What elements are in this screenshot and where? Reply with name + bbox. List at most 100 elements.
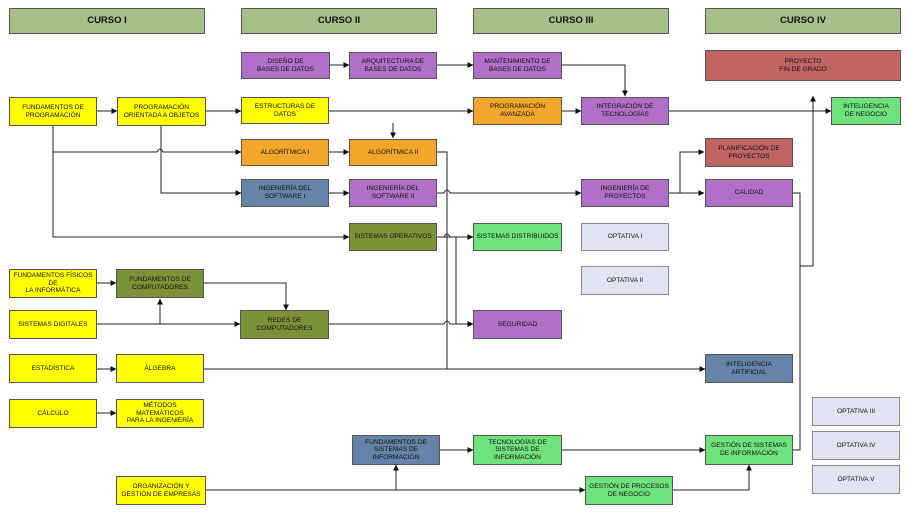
course-label: FUNDAMENTOS DE PROGRAMACIÓN — [22, 103, 84, 119]
course-label: SISTEMAS OPERATIVOS — [354, 233, 432, 241]
course-label: INGENIERÍA DEL SOFTWARE II — [366, 185, 420, 200]
header-label: CURSO III — [548, 14, 594, 26]
course-label: ESTRUCTURAS DE DATOS — [254, 102, 316, 118]
course-optativa-1: OPTATIVA I — [581, 223, 669, 251]
course-proyecto-fin-grado: PROYECTO FIN DE GRADO — [705, 50, 901, 81]
course-calculo: CÁLCULO — [9, 399, 97, 428]
header-label: CURSO IV — [780, 14, 826, 26]
course-label: OPTATIVA I — [607, 233, 643, 241]
course-label: FUNDAMENTOS FÍSICOS DE LA INFORMÁTICA — [13, 272, 93, 295]
arrow-computadores-to-redes — [204, 282, 289, 311]
course-optativa-2: OPTATIVA II — [581, 266, 669, 295]
course-planificacion-proyectos: PLANIFICACIÓN DE PROYECTOS — [705, 138, 793, 167]
course-label: ESTADÍSTICA — [31, 364, 75, 372]
course-fundamentos-programacion: FUNDAMENTOS DE PROGRAMACIÓN — [9, 97, 97, 126]
course-optativa-4: OPTATIVA IV — [812, 431, 900, 460]
line-calidad-to-proyecto — [793, 95, 816, 267]
header-curso-3: CURSO III — [473, 8, 669, 34]
course-fundamentos-sistemas-informacion: FUNDAMENTOS DE SISTEMAS DE INFORMACIÓN — [352, 435, 440, 465]
header-curso-2: CURSO II — [241, 8, 437, 34]
arrow-so-to-seguridad — [437, 236, 474, 327]
course-metodos-matematicos: MÉTODOS MATEMÁTICOS PARA LA INGENIERÍA — [116, 399, 204, 428]
arrow-ingenieria-proyectos-to-planificacion — [669, 149, 705, 194]
course-label: INGENIERÍA DEL SOFTWARE I — [258, 185, 312, 200]
line-algoritmica-2-down — [437, 151, 448, 369]
course-ingenieria-proyectos: INGENIERÍA DE PROYECTOS — [581, 179, 669, 207]
course-label: OPTATIVA IV — [836, 441, 876, 449]
course-label: ALGORÍTMICA I — [260, 148, 310, 156]
course-estructuras-datos: ESTRUCTURAS DE DATOS — [241, 97, 329, 124]
course-ingenieria-software-1: INGENIERÍA DEL SOFTWARE I — [241, 179, 329, 207]
course-redes-computadores: REDES DE COMPUTADORES — [240, 310, 329, 339]
course-label: PROYECTO FIN DE GRADO — [779, 57, 827, 73]
arrow-procesos-to-gsi — [673, 464, 752, 491]
course-seguridad: SEGURIDAD — [473, 310, 562, 339]
arrow-poo-to-ingenieria-software-1 — [160, 126, 242, 196]
course-tecnologias-sistemas-informacion: TECNOLOGÍAS DE SISTEMAS DE INFORMACIÓN — [473, 435, 562, 465]
arrow-redes-to-seguridad — [329, 320, 474, 327]
header-label: CURSO I — [87, 14, 127, 26]
course-sistemas-operativos: SISTEMAS OPERATIVOS — [349, 223, 437, 251]
course-inteligencia-negocio: INTELIGENCIA DE NEGOCIO — [831, 97, 901, 125]
course-label: SISTEMAS DISTRIBUIDOS — [476, 233, 559, 241]
course-diseno-bases-datos: DISEÑO DE BASES DE DATOS — [241, 52, 330, 79]
course-label: CÁLCULO — [37, 409, 69, 417]
course-label: ÁLGEBRA — [144, 364, 176, 372]
course-optativa-5: OPTATIVA V — [812, 465, 900, 494]
course-label: DISEÑO DE BASES DE DATOS — [257, 57, 314, 73]
course-calidad: CALIDAD — [705, 179, 793, 207]
course-algebra: ÁLGEBRA — [116, 354, 204, 383]
course-label: INTELIGENCIA DE NEGOCIO — [843, 103, 889, 118]
arrow-is2-to-ingenieria-proyectos — [437, 189, 582, 196]
header-curso-4: CURSO IV — [705, 8, 901, 34]
course-estadistica: ESTADÍSTICA — [9, 354, 97, 383]
course-label: CALIDAD — [734, 189, 764, 197]
course-label: TECNOLOGÍAS DE SISTEMAS DE INFORMACIÓN — [488, 438, 547, 461]
course-optativa-3: OPTATIVA III — [812, 397, 900, 426]
arrow-mantenimiento-to-integracion — [562, 64, 628, 97]
course-label: INGENIERÍA DE PROYECTOS — [600, 185, 650, 200]
course-ingenieria-software-2: INGENIERÍA DEL SOFTWARE II — [349, 179, 437, 207]
course-label: SEGURIDAD — [497, 320, 538, 328]
course-label: OPTATIVA II — [606, 276, 644, 284]
course-label: ALGORÍTMICA II — [367, 148, 419, 156]
course-organizacion-gestion-empresas: ORGANIZACIÓN Y GESTIÓN DE EMPRESAS — [116, 476, 206, 505]
line-gestion-si-up — [793, 266, 801, 451]
course-label: MÉTODOS MATEMÁTICOS PARA LA INGENIERÍA — [126, 402, 194, 425]
course-fundamentos-computadores: FUNDAMENTOS DE COMPUTADORES — [116, 269, 204, 298]
course-label: OPTATIVA III — [836, 407, 876, 415]
course-label: FUNDAMENTOS DE SISTEMAS DE INFORMACIÓN — [365, 438, 427, 461]
arrow-fundamentos-to-sistemas-operativos — [52, 152, 350, 240]
course-programacion-orientada-objetos: PROGRAMACIÓN ORIENTADA A OBJETOS — [117, 97, 206, 126]
course-sistemas-distribuidos: SISTEMAS DISTRIBUIDOS — [473, 223, 562, 251]
course-label: REDES DE COMPUTADORES — [256, 316, 313, 332]
course-label: PROGRAMACIÓN ORIENTADA A OBJETOS — [123, 103, 200, 119]
course-label: GESTIÓN DE PROCESOS DE NEGOCIO — [589, 482, 669, 498]
course-label: ARQUITECTURA DE BASES DE DATOS — [361, 57, 425, 73]
course-label: PLANIFICACIÓN DE PROYECTOS — [718, 144, 780, 160]
course-label: MANTENIMIENTO DE BASES DE DATOS — [484, 57, 551, 73]
course-label: ORGANIZACIÓN Y GESTIÓN DE EMPRESAS — [121, 482, 201, 498]
course-label: INTEGRACIÓN DE TECNOLOGÍAS — [596, 103, 654, 118]
course-label: PROGRAMACIÓN AVANZADA — [490, 103, 545, 118]
course-label: FUNDAMENTOS DE COMPUTADORES — [129, 275, 191, 291]
course-mantenimiento-bases-datos: MANTENIMIENTO DE BASES DE DATOS — [473, 52, 562, 79]
header-label: CURSO II — [317, 14, 361, 26]
course-integracion-tecnologias: INTEGRACIÓN DE TECNOLOGÍAS — [581, 97, 669, 125]
course-label: INTELIGENCIA ARTIFICIAL — [726, 360, 772, 376]
course-programacion-avanzada: PROGRAMACIÓN AVANZADA — [473, 97, 562, 125]
course-algoritmica-1: ALGORÍTMICA I — [241, 139, 329, 166]
course-arquitectura-bases-datos: ARQUITECTURA DE BASES DE DATOS — [349, 52, 437, 79]
course-sistemas-digitales: SISTEMAS DIGITALES — [9, 310, 97, 339]
course-label: SISTEMAS DIGITALES — [18, 320, 88, 328]
course-gestion-procesos-negocio: GESTIÓN DE PROCESOS DE NEGOCIO — [585, 476, 673, 505]
course-fundamentos-fisicos: FUNDAMENTOS FÍSICOS DE LA INFORMÁTICA — [9, 269, 97, 298]
course-inteligencia-artificial: INTELIGENCIA ARTIFICIAL — [705, 354, 793, 383]
arrow-fundamentos-to-algoritmica-1 — [52, 126, 242, 155]
header-curso-1: CURSO I — [9, 8, 205, 34]
course-label: OPTATIVA V — [837, 475, 875, 483]
course-gestion-sistemas-informacion: GESTIÓN DE SISTEMAS DE INFORMACIÓN — [705, 435, 793, 465]
course-label: GESTIÓN DE SISTEMAS DE INFORMACIÓN — [711, 442, 787, 457]
course-algoritmica-2: ALGORÍTMICA II — [349, 139, 437, 166]
